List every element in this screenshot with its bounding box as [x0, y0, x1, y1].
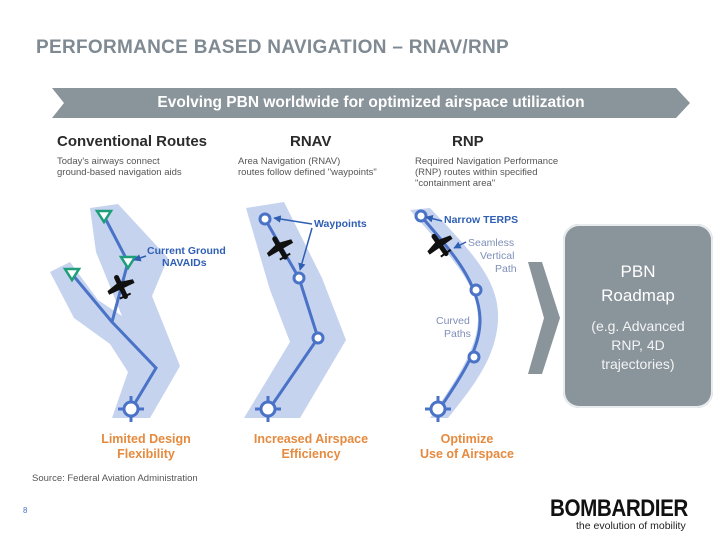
column-description: Area Navigation (RNAV) routes follow def… — [238, 156, 377, 178]
conventional-route — [70, 215, 158, 409]
callout-arrow — [273, 215, 313, 225]
callout-text: Narrow TERPS — [444, 214, 518, 226]
callout-arrow — [133, 254, 147, 262]
banner: Evolving PBN worldwide for optimized air… — [52, 88, 690, 118]
conventional-corridor — [50, 204, 180, 418]
callout-text: Vertical — [480, 250, 514, 262]
callout-arrow — [298, 227, 313, 271]
outcome-line: Optimize — [440, 432, 494, 446]
waypoint-icon — [258, 212, 325, 345]
roadmap-sub-line: (e.g. Advanced — [591, 318, 685, 334]
desc-line: Today's airways connect — [57, 156, 160, 167]
column-title: RNAV — [290, 133, 332, 150]
outcome-line: Increased Airspace — [253, 432, 369, 446]
navaid-icon — [62, 209, 138, 283]
column-rnav: RNAV Area Navigation (RNAV) routes follo… — [238, 133, 377, 178]
pbn-roadmap-box: PBN Roadmap (e.g. Advanced RNP, 4D traje… — [563, 224, 713, 408]
column-title: Conventional Routes — [57, 133, 208, 150]
callout-arrow — [453, 241, 467, 249]
outcome-label: Increased Airspace Efficiency — [231, 432, 391, 462]
slide-title: PERFORMANCE BASED NAVIGATION – RNAV/RNP — [36, 37, 510, 58]
logo-tagline: the evolution of mobility — [576, 520, 686, 532]
outcome-label: Optimize Use of Airspace — [387, 432, 547, 462]
banner-arrow-shape — [52, 88, 690, 118]
column-description: Required Navigation Performance (RNP) ro… — [415, 156, 558, 189]
airplane-icon — [107, 274, 135, 300]
roadmap-title: PBN Roadmap — [563, 260, 713, 308]
column-rnp: RNP Required Navigation Performance (RNP… — [415, 133, 558, 189]
outcome-line: Use of Airspace — [419, 447, 515, 461]
roadmap-title-line: Roadmap — [601, 286, 675, 305]
desc-line: "containment area" — [415, 178, 496, 189]
callout-text: Curved — [436, 315, 470, 327]
callout-text: Paths — [444, 328, 471, 340]
roadmap-sub-line: trajectories) — [601, 356, 675, 372]
rnav-corridor — [244, 202, 346, 418]
column-conventional: Conventional Routes Today's airways conn… — [57, 133, 207, 178]
destination-icon — [118, 396, 144, 422]
airplane-icon — [266, 236, 294, 261]
callout-text: Current Ground — [147, 245, 226, 257]
page-number: 8 — [23, 506, 28, 515]
rnp-route — [419, 215, 482, 409]
column-title: RNP — [452, 133, 484, 150]
source-citation: Source: Federal Aviation Administration — [32, 473, 198, 484]
callout-text: Seamless — [468, 237, 514, 249]
destination-icon — [255, 396, 281, 422]
desc-line: Area Navigation (RNAV) — [238, 156, 341, 167]
outcome-line: Flexibility — [117, 447, 175, 461]
callout-arrow — [425, 214, 443, 223]
callout-text: Path — [495, 263, 517, 275]
airplane-icon — [427, 233, 453, 258]
roadmap-title-line: PBN — [620, 262, 656, 281]
roadmap-sub-line: RNP, 4D — [611, 337, 665, 353]
desc-line: Required Navigation Performance — [415, 156, 559, 167]
chevron-right-icon — [528, 262, 560, 374]
outcome-line: Limited Design — [101, 432, 191, 446]
destination-icon — [425, 396, 451, 422]
logo-wordmark: BOMBARDIER — [550, 495, 688, 522]
banner-text: Evolving PBN worldwide for optimized air… — [157, 94, 585, 111]
roadmap-subtitle: (e.g. Advanced RNP, 4D trajectories) — [563, 317, 713, 374]
desc-line: ground-based navigation aids — [57, 167, 182, 178]
outcome-label: Limited Design Flexibility — [66, 432, 226, 462]
desc-line: (RNP) routes within specified — [415, 167, 538, 178]
callout-text: NAVAIDs — [162, 257, 207, 269]
bombardier-logo: BOMBARDIER the evolution of mobility — [550, 495, 710, 532]
column-description: Today's airways connect ground-based nav… — [57, 156, 207, 178]
desc-line: routes follow defined "waypoints" — [238, 167, 377, 178]
rnp-corridor — [410, 208, 499, 418]
outcome-line: Efficiency — [281, 447, 341, 461]
callout-text: Waypoints — [314, 218, 367, 230]
